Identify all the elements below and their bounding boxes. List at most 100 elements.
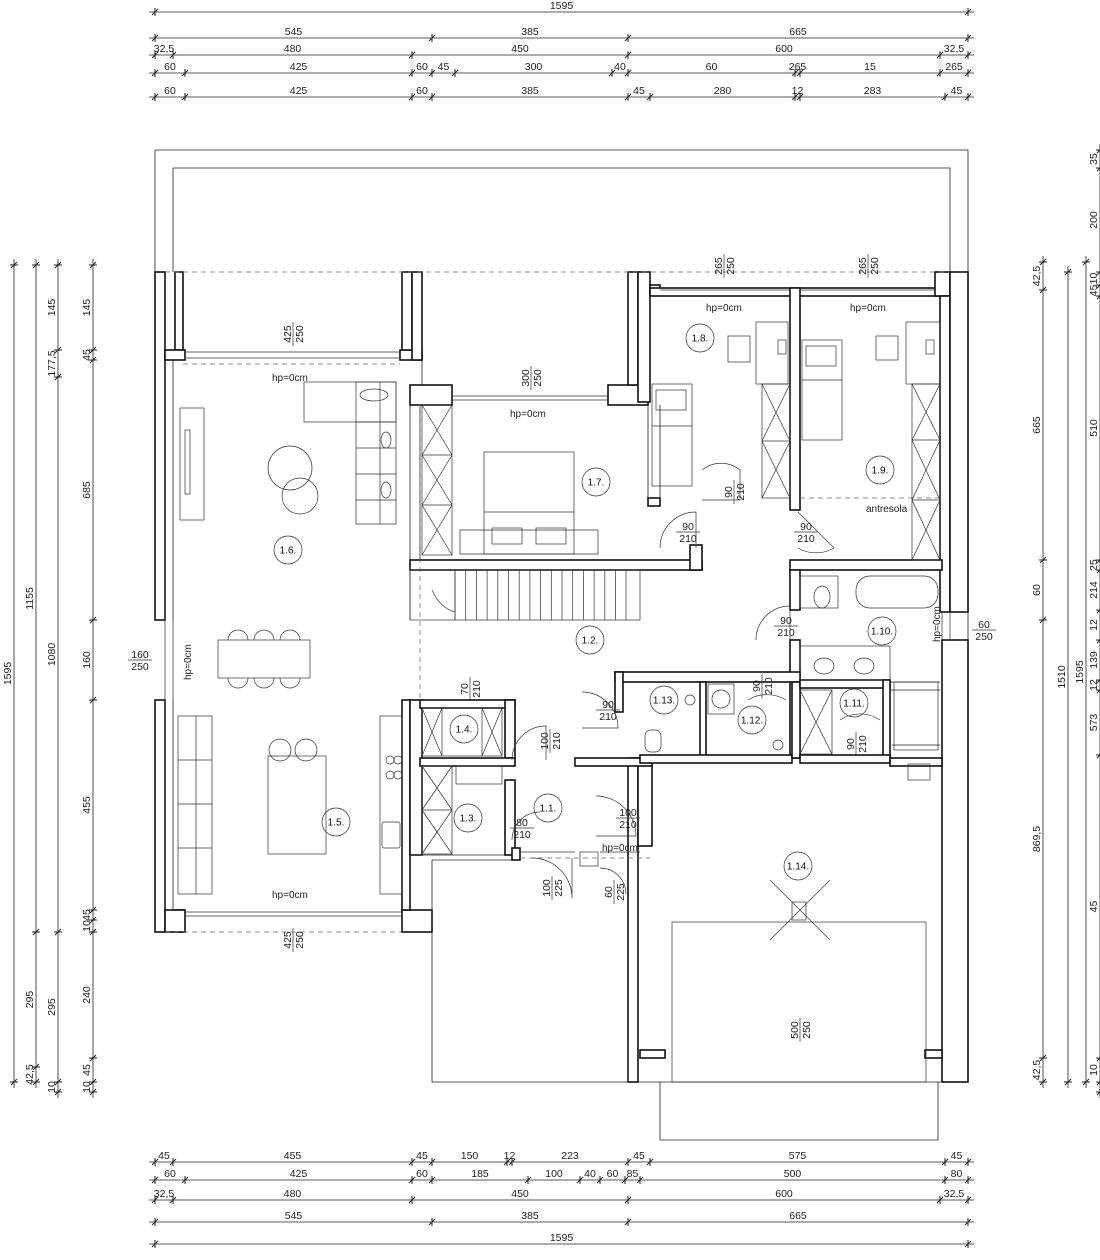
dimension-label: 32,5 [154, 43, 175, 55]
dimension-label: 45 [438, 61, 450, 73]
dimension-label: 145 [46, 299, 58, 317]
dimension-label: 545 [285, 1210, 303, 1222]
dimension-label: 600 [775, 43, 793, 55]
dimension-label: 12 [504, 1150, 516, 1162]
dimension-label: 300 [525, 61, 543, 73]
dimension-label: 10 [1088, 273, 1100, 285]
chair [227, 677, 249, 689]
dimension-label: 45 [81, 1064, 93, 1076]
dimension-label: 1595 [550, 1232, 574, 1244]
doors [511, 462, 881, 899]
note-hp-5: hp=0cm [272, 890, 308, 901]
room-number: 1.3. [460, 814, 477, 825]
dimension-label: 665 [1031, 416, 1043, 434]
opening-height: 250 [801, 1021, 813, 1039]
room-number: 1.9. [872, 466, 889, 477]
dimension-label: 280 [714, 85, 732, 97]
walls [154, 149, 969, 1141]
room-number-circle [649, 685, 679, 715]
dimension-label: 425 [290, 85, 308, 97]
dimension-label: 10 [81, 920, 93, 932]
room-number: 1.12. [741, 716, 763, 727]
room-number: 1.14. [787, 862, 809, 873]
opening-height: 210 [619, 819, 637, 831]
chair [279, 677, 301, 689]
dimension-label: 1510 [1056, 665, 1068, 689]
opening-width: 90 [800, 521, 812, 533]
dimension-label: 185 [471, 1168, 489, 1180]
opening-height: 210 [857, 735, 869, 753]
room-number-circle [581, 467, 611, 497]
dimension-label: 223 [561, 1150, 579, 1162]
dimension-label: 45 [951, 1150, 963, 1162]
opening-height: 250 [294, 931, 306, 949]
dimension-label: 214 [1088, 581, 1100, 599]
room-number-circle [575, 625, 605, 655]
dimension-label: 480 [284, 43, 302, 55]
dimension-label: 60 [1031, 584, 1043, 596]
opening-width: 60 [978, 619, 990, 631]
dimension-label: 665 [789, 26, 807, 38]
room-number-circle [453, 803, 483, 833]
opening-height: 210 [797, 533, 815, 545]
dimension-label: 60 [607, 1168, 619, 1180]
opening-height: 210 [679, 533, 697, 545]
chair [227, 629, 249, 641]
dimension-label: 295 [24, 991, 36, 1009]
dimension-label: 45 [1088, 285, 1100, 297]
room-number: 1.2. [582, 636, 599, 647]
room-number: 1.7. [588, 478, 605, 489]
opening-width: 90 [751, 680, 763, 692]
note-hp-1: hp=0cm [272, 373, 308, 384]
opening-width: 100 [619, 807, 637, 819]
dimension-label: 60 [706, 61, 718, 73]
chair [279, 629, 301, 641]
dimension-label: 295 [46, 998, 58, 1016]
dimension-label: 32,5 [944, 1188, 965, 1200]
chair [253, 677, 275, 689]
dimension-label: 145 [81, 299, 93, 317]
dimension-label: 45 [416, 1150, 428, 1162]
dimension-label: 425 [290, 1168, 308, 1180]
room-number-circle [321, 807, 351, 837]
dimension-label: 240 [81, 986, 93, 1004]
opening-height: 210 [551, 732, 563, 750]
opening-width: 90 [682, 521, 694, 533]
opening-width: 300 [520, 369, 532, 387]
overhang-dashed-lines [165, 271, 950, 933]
note-antresola: antresola [866, 504, 908, 515]
room-number-circle [273, 535, 303, 565]
dimension-label: 450 [511, 1188, 529, 1200]
dimension-label: 45 [951, 85, 963, 97]
opening-height: 210 [763, 677, 775, 695]
dimension-label: 60 [164, 1168, 176, 1180]
opening-width: 90 [723, 486, 735, 498]
opening-width: 100 [539, 732, 551, 750]
opening-height: 210 [471, 680, 483, 698]
dimension-label: 385 [521, 26, 539, 38]
note-hp-2: hp=0cm [510, 409, 546, 420]
room-labels: 1.1.1.2.1.3.1.4.1.5.1.6.1.7.1.8.1.9.1.10… [273, 323, 897, 881]
dimension-label: 455 [81, 796, 93, 814]
dimension-label: 10 [81, 1081, 93, 1093]
dimension-label: 869,5 [1031, 826, 1043, 852]
dimension-label: 160 [81, 651, 93, 669]
room-number: 1.1. [540, 804, 557, 815]
dimension-label: 685 [81, 481, 93, 499]
note-hp-7: hp=0cm [183, 644, 194, 680]
dimension-label: 60 [416, 61, 428, 73]
dimension-label: 100 [545, 1168, 563, 1180]
room-number: 1.11. [843, 699, 865, 710]
dimension-label: 425 [290, 61, 308, 73]
dimension-label: 600 [775, 1188, 793, 1200]
room-number-circle [839, 688, 869, 718]
dimension-label: 60 [416, 85, 428, 97]
dimension-label: 665 [789, 1210, 807, 1222]
dimension-label: 150 [461, 1150, 479, 1162]
dimension-label: 545 [285, 26, 303, 38]
opening-width: 160 [131, 649, 149, 661]
dimension-label: 60 [164, 85, 176, 97]
dimension-label: 573 [1088, 714, 1100, 732]
room-number: 1.6. [280, 546, 297, 557]
